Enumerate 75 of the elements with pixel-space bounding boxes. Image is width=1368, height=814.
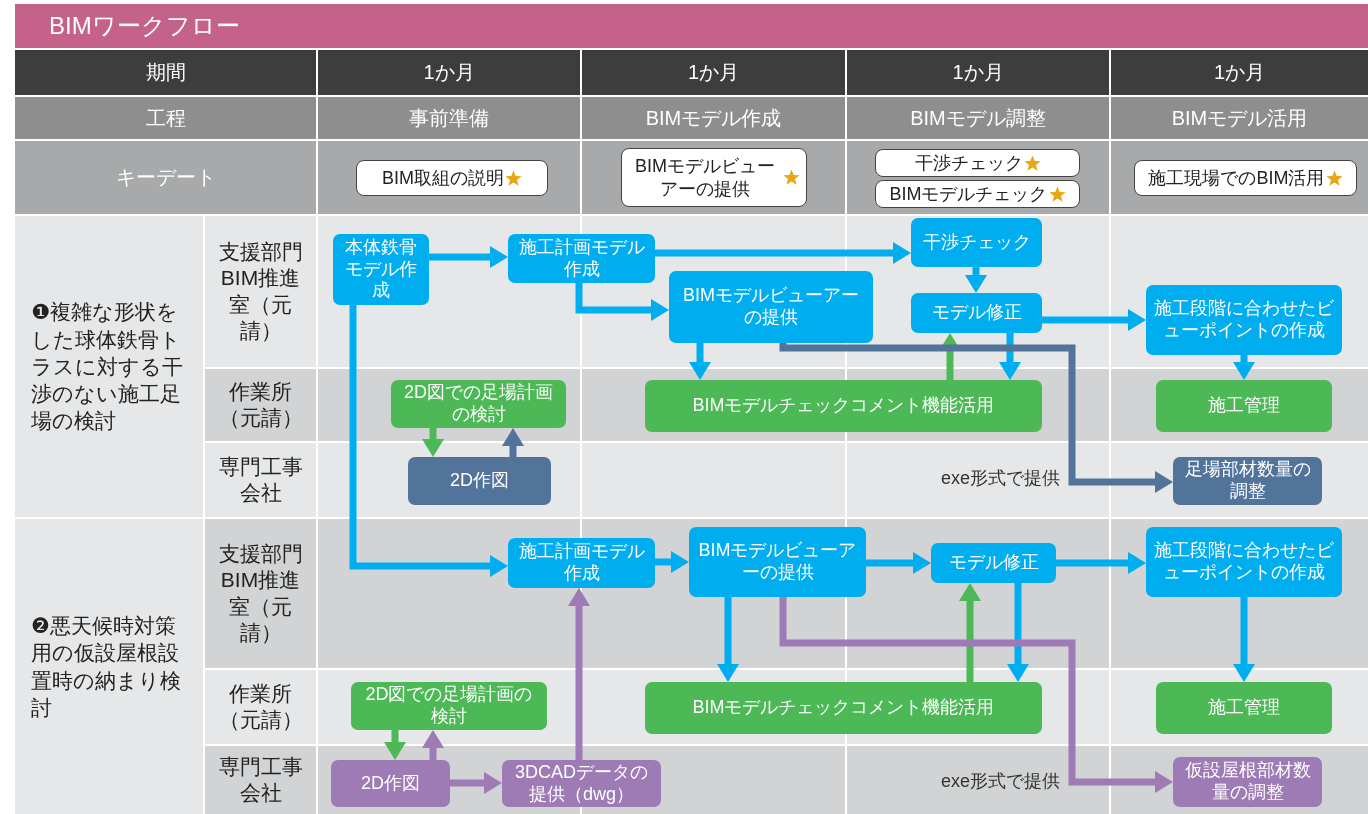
- lane-label: 専門工事会社: [205, 746, 316, 814]
- process-box: BIMモデルビューアーの提供: [669, 271, 873, 343]
- process-box: モデル修正: [911, 293, 1042, 333]
- process-box: 2D図での足場計画の検討: [391, 380, 566, 428]
- key-date-text: BIMモデルチェック: [889, 182, 1048, 206]
- key-date-text: BIM取組の説明: [382, 166, 504, 190]
- process-box: 足場部材数量の調整: [1173, 457, 1322, 505]
- header-cell: BIMモデル作成: [582, 97, 845, 139]
- header-cell: キーデート: [15, 141, 316, 214]
- arrow: [575, 283, 669, 321]
- group-label: ❷悪天候時対策用の仮設屋根設置時の納まり検討: [15, 519, 203, 814]
- arrow: [965, 267, 987, 293]
- process-box: 本体鉄骨モデル作成: [333, 234, 429, 305]
- process-box: 施工計画モデル作成: [508, 538, 655, 588]
- arrow: [655, 242, 911, 264]
- arrow: [1056, 552, 1146, 574]
- header-cell: 工程: [15, 97, 316, 139]
- lane-label: 支援部門BIM推進室（元請）: [205, 216, 316, 367]
- key-date-box: [875, 180, 1080, 208]
- process-box: 干渉チェック: [911, 218, 1042, 267]
- header-cell: BIMモデル調整: [847, 97, 1109, 139]
- group-label: ❶複雑な形状をした球体鉄骨トラスに対する干渉のない施工足場の検討: [15, 216, 203, 517]
- process-box: 施工段階に合わせたビューポイントの作成: [1146, 527, 1342, 597]
- header-cell: 事前準備: [318, 97, 580, 139]
- lane-label: 支援部門BIM推進室（元請）: [205, 519, 316, 668]
- arrow: [999, 333, 1021, 380]
- header-cell: 期間: [15, 50, 316, 95]
- process-box: 2D作図: [331, 760, 450, 807]
- process-box: 3DCADデータの提供（dwg）: [502, 760, 661, 807]
- arrow: [866, 552, 931, 574]
- arrow: [384, 730, 406, 760]
- key-date-box: [1134, 160, 1357, 196]
- arrow: [349, 305, 508, 577]
- key-date-text: BIMモデルビューアーの提供: [634, 155, 776, 200]
- arrow: [429, 246, 508, 268]
- process-box: 施工管理: [1156, 682, 1332, 734]
- arrow: [568, 588, 590, 760]
- title-bar: BIMワークフロー: [15, 4, 1368, 48]
- process-box: BIMモデルビューアーの提供: [689, 527, 866, 597]
- arrow: [502, 428, 524, 457]
- process-box: 施工段階に合わせたビューポイントの作成: [1146, 285, 1342, 355]
- header-cell: 1か月: [1111, 50, 1368, 95]
- process-box: 施工管理: [1156, 380, 1332, 432]
- process-box: 2D図での足場計画の検討: [351, 682, 547, 730]
- header-cell: 1か月: [582, 50, 845, 95]
- arrow: [450, 772, 502, 794]
- process-box: BIMモデルチェックコメント機能活用: [645, 380, 1042, 432]
- arrow: [689, 343, 711, 380]
- lane-label: 作業所（元請）: [205, 670, 316, 744]
- lane-label: 専門工事会社: [205, 443, 316, 517]
- key-date-text: 施工現場でのBIM活用: [1148, 166, 1325, 190]
- header-cell: 1か月: [318, 50, 580, 95]
- arrow: [1233, 355, 1255, 380]
- key-date-box: [875, 149, 1080, 177]
- key-date-box: [621, 148, 807, 207]
- arrow: [779, 342, 1173, 493]
- key-date-box: [356, 160, 548, 196]
- arrow: [1007, 583, 1029, 682]
- process-box: 2D作図: [408, 457, 551, 505]
- key-date-text: 干渉チェック: [914, 151, 1023, 175]
- arrow: [959, 583, 981, 682]
- arrow: [717, 597, 739, 682]
- process-box: 施工計画モデル作成: [508, 234, 655, 283]
- lane-label: 作業所（元請）: [205, 369, 316, 441]
- arrow: [779, 597, 1173, 793]
- process-box: BIMモデルチェックコメント機能活用: [645, 682, 1042, 734]
- header-cell: 1か月: [847, 50, 1109, 95]
- process-box: モデル修正: [931, 543, 1056, 583]
- arrow: [1233, 597, 1255, 682]
- header-cell: BIMモデル活用: [1111, 97, 1368, 139]
- arrow: [1042, 309, 1146, 331]
- arrow: [422, 428, 444, 457]
- arrow: [422, 730, 444, 760]
- process-box: 仮設屋根部材数量の調整: [1173, 757, 1322, 807]
- arrow: [655, 551, 689, 573]
